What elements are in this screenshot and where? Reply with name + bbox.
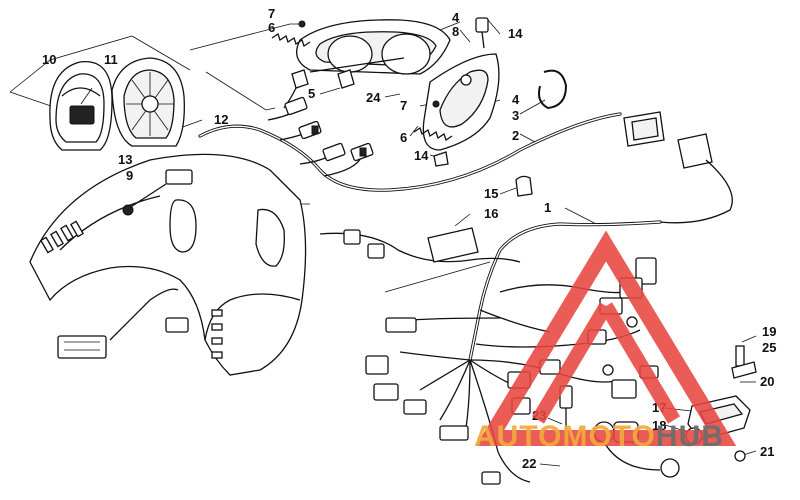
callout-20: 20 bbox=[760, 374, 774, 389]
callout-1: 1 bbox=[544, 200, 551, 215]
leader-lines bbox=[9, 19, 757, 467]
clips bbox=[433, 17, 489, 167]
callout-12: 12 bbox=[214, 112, 228, 127]
instrument-gauge bbox=[49, 61, 113, 151]
callout-13: 13 bbox=[118, 152, 132, 167]
front-harness-connector bbox=[57, 288, 189, 359]
headlight-housing bbox=[296, 19, 500, 151]
triangle-outer bbox=[475, 230, 737, 446]
harness-clip bbox=[515, 175, 533, 197]
callout-6: 6 bbox=[400, 130, 407, 145]
triangle-inner-right bbox=[599, 302, 681, 424]
gauge-back-cover bbox=[111, 57, 185, 147]
watermark: AUTOMOTOHUB bbox=[474, 230, 737, 453]
callout-15: 15 bbox=[484, 186, 498, 201]
callout-4: 4 bbox=[512, 92, 520, 107]
harness-label bbox=[427, 227, 479, 263]
triangle-inner-left bbox=[531, 302, 613, 424]
callout-6: 6 bbox=[268, 20, 275, 35]
callout-22: 22 bbox=[522, 456, 536, 471]
callout-21: 21 bbox=[760, 444, 774, 459]
main-connector-pair bbox=[623, 111, 733, 224]
cowl-vents bbox=[40, 220, 223, 359]
callout-18: 18 bbox=[652, 418, 666, 433]
watermark-text-tail: HUB bbox=[656, 420, 724, 453]
callout-10: 10 bbox=[42, 52, 56, 67]
svg-text:AUTOMOTOHUB: AUTOMOTOHUB bbox=[474, 420, 724, 453]
callout-3: 3 bbox=[512, 108, 519, 123]
spring-lower bbox=[413, 100, 453, 142]
watermark-text-main: AUTOMOTO bbox=[474, 420, 656, 453]
springs bbox=[271, 20, 453, 142]
callout-11: 11 bbox=[104, 52, 118, 67]
upper-harness bbox=[198, 96, 733, 224]
callout-8: 8 bbox=[452, 24, 459, 39]
callout-19: 19 bbox=[762, 324, 776, 339]
front-cowl bbox=[29, 153, 307, 376]
callout-2: 2 bbox=[512, 128, 519, 143]
upper-connectors bbox=[284, 96, 374, 162]
ground-lead bbox=[497, 451, 531, 483]
callout-16: 16 bbox=[484, 206, 498, 221]
callout-4: 4 bbox=[452, 10, 460, 25]
callout-14: 14 bbox=[508, 26, 523, 41]
watermark-triangle-logo bbox=[475, 230, 737, 446]
callout-25: 25 bbox=[762, 340, 776, 355]
callout-7: 7 bbox=[400, 98, 407, 113]
callout-9: 9 bbox=[126, 168, 133, 183]
spring-upper bbox=[271, 20, 311, 48]
callout-5: 5 bbox=[308, 86, 315, 101]
retaining-ring bbox=[538, 69, 568, 110]
callout-24: 24 bbox=[366, 90, 381, 105]
callout-14: 14 bbox=[414, 148, 429, 163]
callout-7: 7 bbox=[268, 6, 275, 21]
